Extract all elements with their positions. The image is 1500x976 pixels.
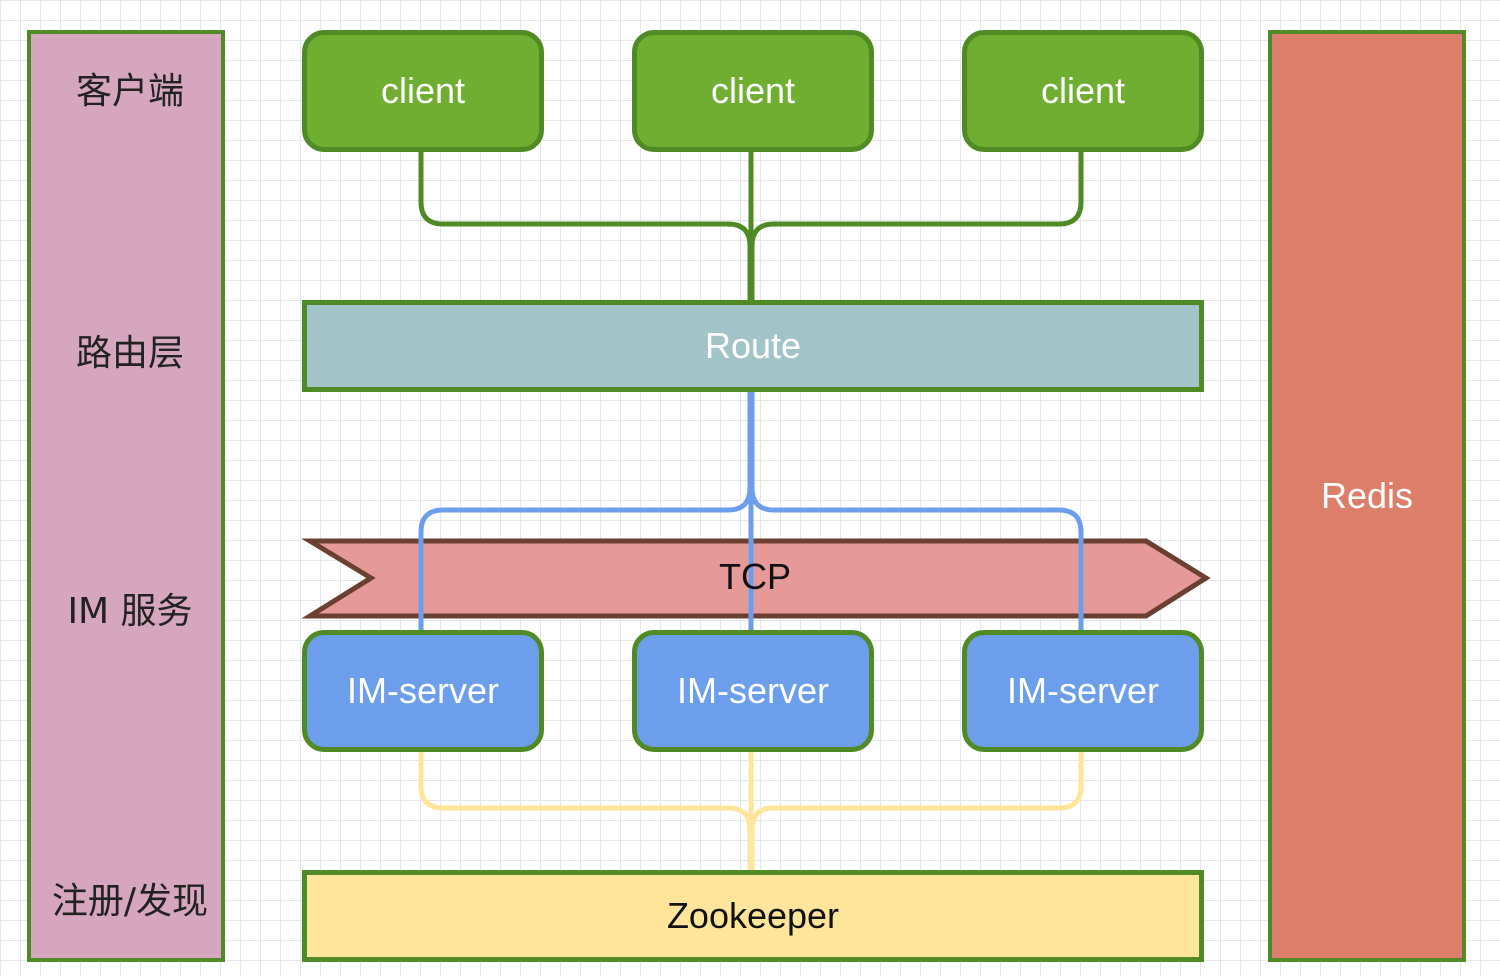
redis-panel: Redis [1268,30,1466,962]
route-label: Route [704,325,802,366]
im-server-node-3: IM-server [962,630,1204,752]
tcp-label: TCP [719,556,791,597]
im-server-label: IM-server [1007,670,1159,711]
client-node-3: client [962,30,1204,152]
im-server-label: IM-server [677,670,829,711]
client-1-to-route-connector [418,152,753,300]
server-1-to-zookeeper-connector [418,752,753,870]
im-server-node-2: IM-server [632,630,874,752]
tcp-arrow [301,538,1211,619]
route-box: Route [302,300,1204,392]
im-server-node-1: IM-server [302,630,544,752]
route-to-server-3-connector [749,392,1084,630]
layer-panel: 客户端 路由层 IM 服务 注册/发现 [27,30,225,962]
client-node-1: client [302,30,544,152]
client-label: client [1040,70,1126,111]
server-3-to-zookeeper-connector [749,752,1084,870]
layer-label-client: 客户端 [75,71,184,112]
client-label: client [710,70,796,111]
im-server-label: IM-server [347,670,499,711]
layer-label-route: 路由层 [75,333,184,374]
redis-label: Redis [1320,475,1414,516]
layer-label-im-service: IM 服务 [67,591,193,632]
client-3-to-route-connector [749,152,1084,300]
zookeeper-label: Zookeeper [666,895,840,936]
client-label: client [380,70,466,111]
layer-label-registry: 注册/发现 [51,881,209,922]
client-node-2: client [632,30,874,152]
zookeeper-box: Zookeeper [302,870,1204,962]
